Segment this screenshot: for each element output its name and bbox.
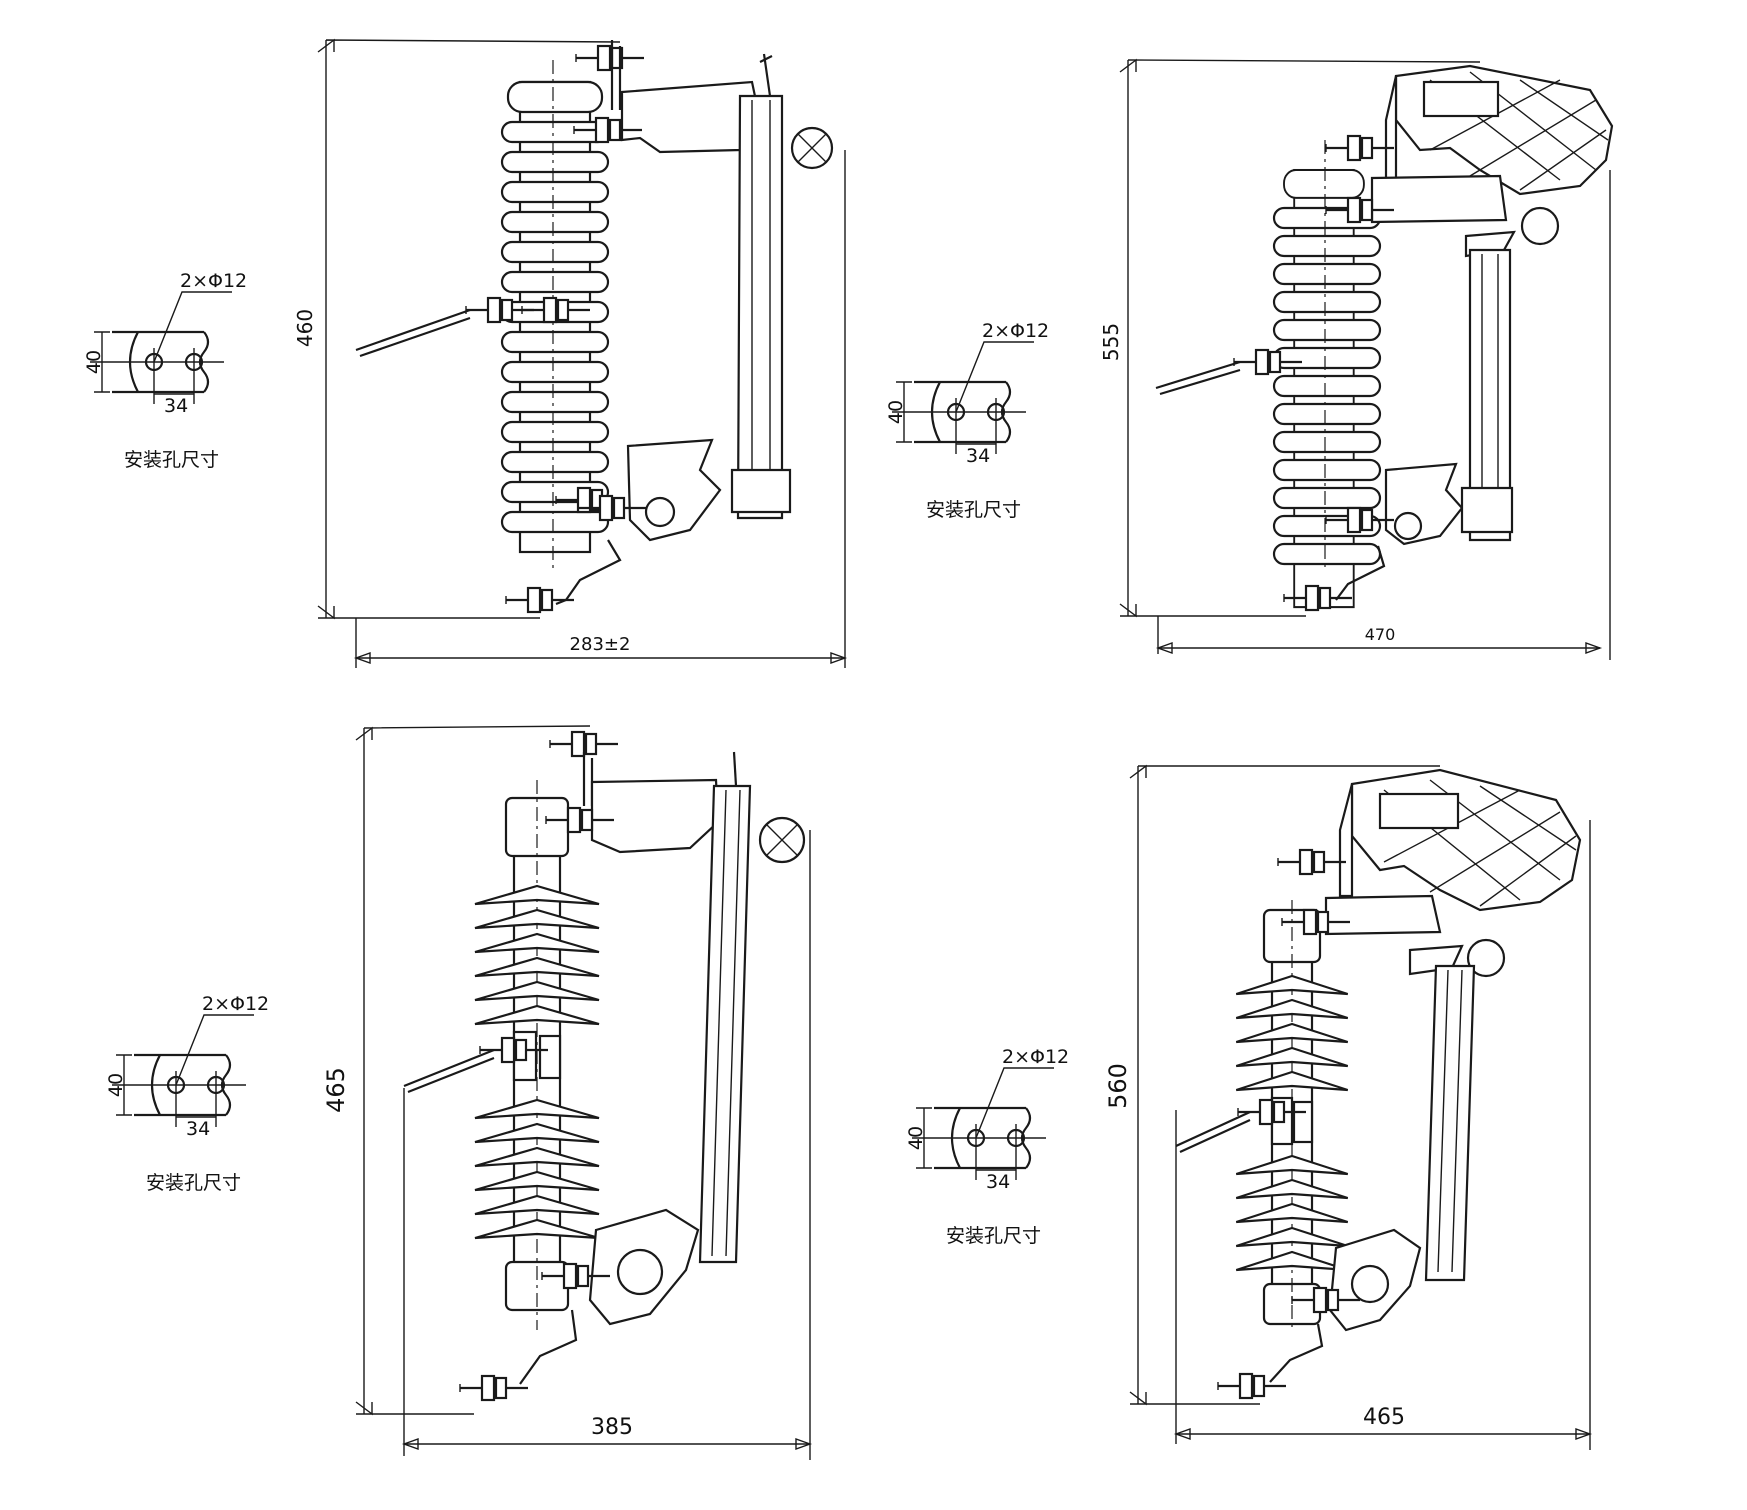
hole-spec-label: 2×Φ12 — [202, 993, 269, 1015]
width-dimension: 385 — [591, 1415, 633, 1440]
hole-spec-label: 2×Φ12 — [982, 320, 1049, 342]
width-dimension: 283±2 — [570, 634, 631, 655]
hole-spacing-label: 34 — [966, 445, 990, 467]
height-dimension: 560 — [1104, 1063, 1132, 1109]
height-dimension: 555 — [1099, 323, 1123, 361]
mounting-hole-caption: 安装孔尺寸 — [124, 449, 219, 471]
width-dimension: 465 — [1363, 1405, 1405, 1430]
hole-spacing-label: 34 — [186, 1118, 210, 1140]
mounting-hole-caption: 安装孔尺寸 — [946, 1225, 1041, 1247]
hole-spec-label: 2×Φ12 — [180, 270, 247, 292]
hole-height-label: 40 — [83, 350, 105, 374]
drawing-bottom-right: 2×Φ12 40 34 安装孔尺寸 560 465 — [905, 764, 1593, 1450]
hole-height-label: 40 — [905, 1126, 927, 1150]
drawing-top-right: 2×Φ12 40 34 安装孔尺寸 555 470 — [885, 58, 1614, 660]
drawing-top-left: 2×Φ12 40 34 安装孔尺寸 460 283±2 — [83, 38, 848, 668]
hole-height-label: 40 — [885, 400, 907, 424]
hole-spec-label: 2×Φ12 — [1002, 1046, 1069, 1068]
hole-spacing-label: 34 — [986, 1171, 1010, 1193]
hole-height-label: 40 — [105, 1073, 127, 1097]
height-dimension: 460 — [293, 309, 317, 347]
height-dimension: 465 — [322, 1067, 350, 1113]
mounting-hole-caption: 安装孔尺寸 — [926, 499, 1021, 521]
hole-spacing-label: 34 — [164, 395, 188, 417]
width-dimension: 470 — [1365, 625, 1396, 644]
drawing-bottom-left: 2×Φ12 40 34 安装孔尺寸 465 385 — [105, 725, 813, 1460]
mounting-hole-caption: 安装孔尺寸 — [146, 1172, 241, 1194]
